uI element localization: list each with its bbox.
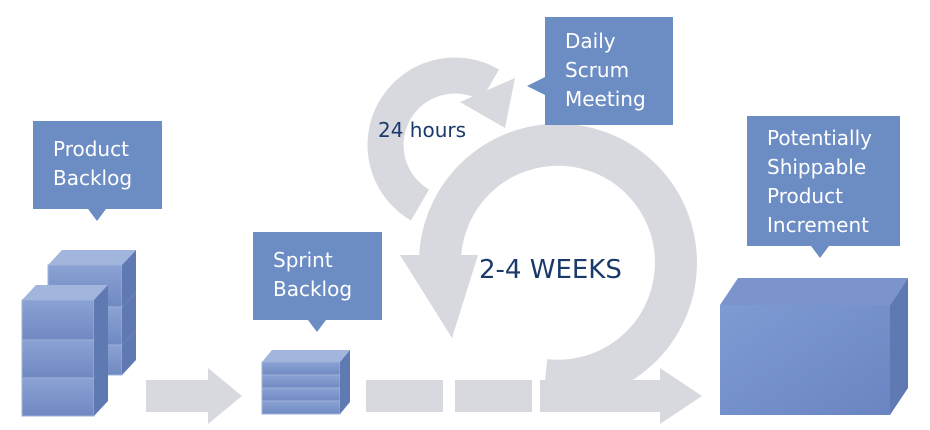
daily-scrum-pointer bbox=[527, 77, 545, 95]
increment-line-3: Product bbox=[767, 184, 843, 208]
daily-scrum-label: Daily Scrum Meeting bbox=[527, 17, 673, 125]
daily-scrum-line-3: Meeting bbox=[565, 87, 646, 111]
daily-cycle-arrow bbox=[367, 57, 515, 221]
sprint-backlog-label: Sprint Backlog bbox=[253, 232, 382, 332]
product-backlog-line-2: Backlog bbox=[53, 166, 133, 190]
sprint-cycle-duration: 2-4 WEEKS bbox=[479, 255, 622, 285]
sprint-backlog-line-2: Backlog bbox=[273, 277, 353, 301]
product-increment-block bbox=[720, 278, 908, 415]
sprint-cycle-arrowhead bbox=[400, 255, 478, 338]
flow-segment-1 bbox=[366, 380, 443, 412]
daily-cycle-duration: 24 hours bbox=[378, 118, 467, 142]
product-increment-label: Potentially Shippable Product Increment bbox=[747, 116, 900, 258]
flow-arrow-to-increment bbox=[540, 368, 702, 424]
product-backlog-label: Product Backlog bbox=[33, 121, 162, 221]
flow-arrow-backlog-to-sprint bbox=[146, 368, 242, 424]
increment-line-1: Potentially bbox=[767, 126, 873, 150]
daily-scrum-line-2: Scrum bbox=[565, 58, 630, 82]
sprint-backlog-stack bbox=[261, 350, 350, 415]
sprint-backlog-line-1: Sprint bbox=[273, 248, 333, 272]
daily-cycle-arrowhead bbox=[460, 78, 515, 128]
sprint-cycle-arrow bbox=[400, 123, 697, 402]
flow-segment-2 bbox=[455, 380, 532, 412]
product-backlog-stack bbox=[21, 250, 136, 417]
increment-line-2: Shippable bbox=[767, 155, 867, 179]
product-backlog-line-1: Product bbox=[53, 137, 129, 161]
increment-line-4: Increment bbox=[767, 213, 869, 237]
daily-scrum-line-1: Daily bbox=[565, 29, 616, 53]
